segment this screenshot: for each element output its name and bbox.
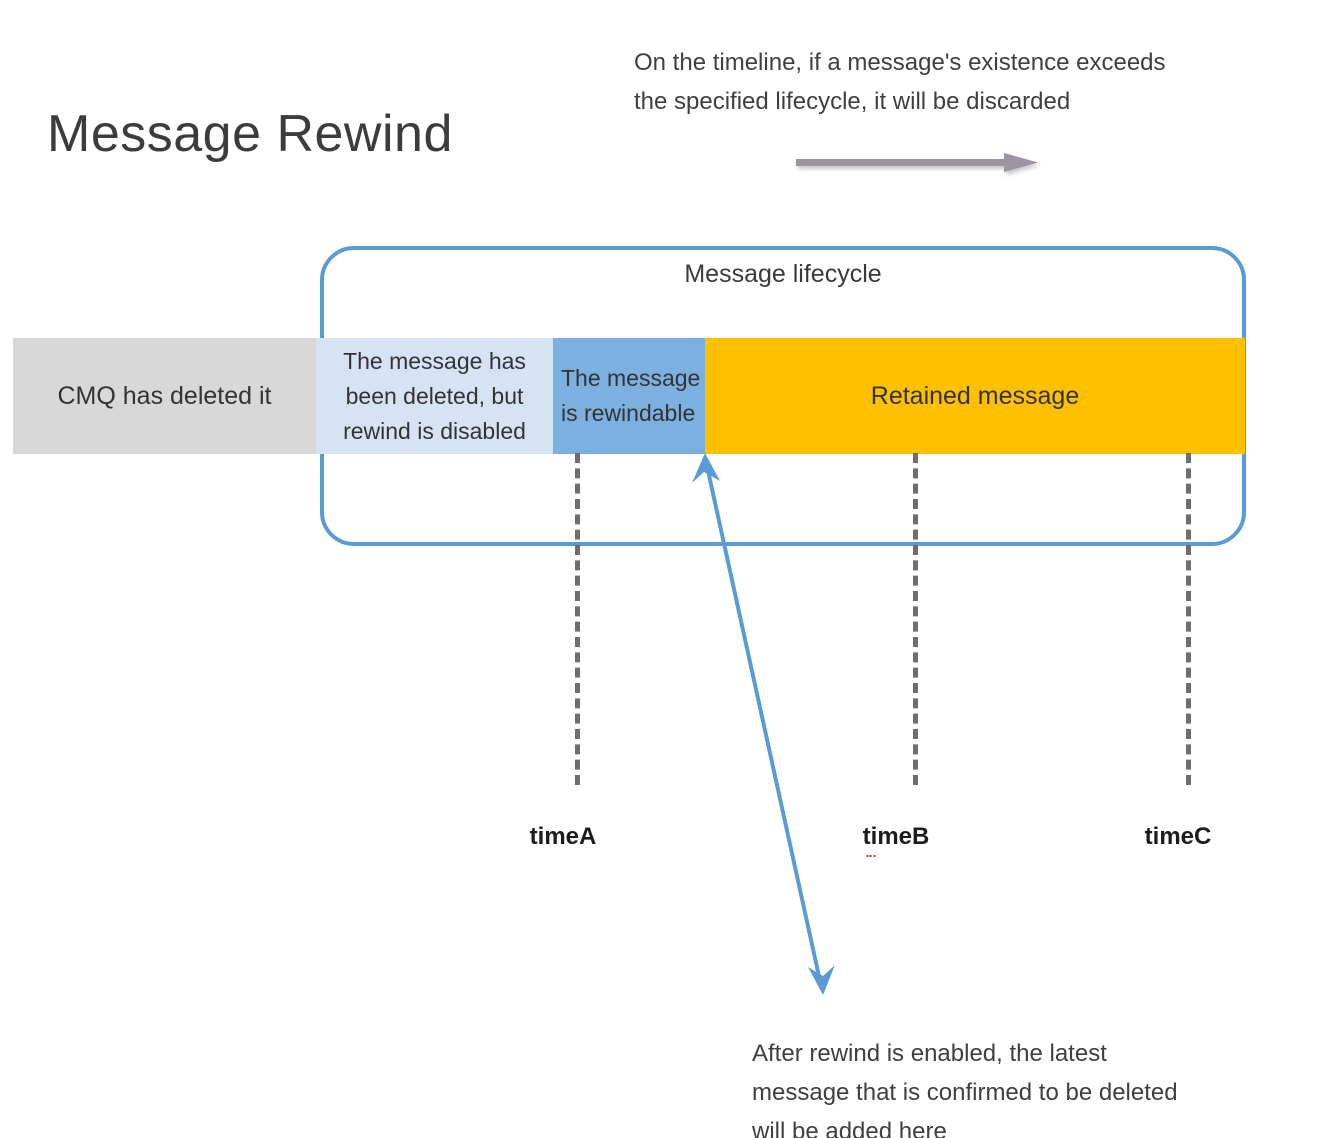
timeline-direction-arrow-icon xyxy=(796,153,1038,172)
timeline-annotation-line-1: On the timeline, if a message's existenc… xyxy=(634,49,1166,76)
time-marker-line-a xyxy=(575,453,580,785)
time-marker-line-c xyxy=(1186,453,1191,785)
segment-rewindable-label: The message is rewindable xyxy=(561,365,701,426)
timeline-annotation: On the timeline, if a message's existenc… xyxy=(634,43,1314,121)
segment-deleted-rewind-disabled-label: The message has been deleted, but rewind… xyxy=(343,347,526,444)
segment-retained-message: Retained message xyxy=(705,338,1245,454)
segment-cmq-deleted-label: CMQ has deleted it xyxy=(57,381,272,410)
rewind-annotation-line-3: will be added here xyxy=(752,1118,947,1138)
segment-deleted-rewind-disabled: The message has been deleted, but rewind… xyxy=(316,338,553,454)
message-lifecycle-label: Message lifecycle xyxy=(684,260,882,288)
rewind-annotation-line-1: After rewind is enabled, the latest xyxy=(752,1040,1107,1067)
time-label-b: timeB xyxy=(862,823,930,857)
rewind-annotation-line-2: message that is confirmed to be deleted xyxy=(752,1079,1178,1106)
time-label-c: timeC xyxy=(1144,823,1212,850)
time-marker-line-b xyxy=(913,453,918,785)
segment-cmq-deleted: CMQ has deleted it xyxy=(13,338,316,454)
timeline-annotation-line-2: the specified lifecycle, it will be disc… xyxy=(634,88,1071,115)
segment-rewindable: The message is rewindable xyxy=(553,338,705,454)
time-label-a: timeA xyxy=(529,823,597,850)
segment-retained-message-label: Retained message xyxy=(870,381,1080,410)
page-title: Message Rewind xyxy=(47,105,453,163)
rewind-annotation: After rewind is enabled, the latest mess… xyxy=(752,1034,1272,1138)
